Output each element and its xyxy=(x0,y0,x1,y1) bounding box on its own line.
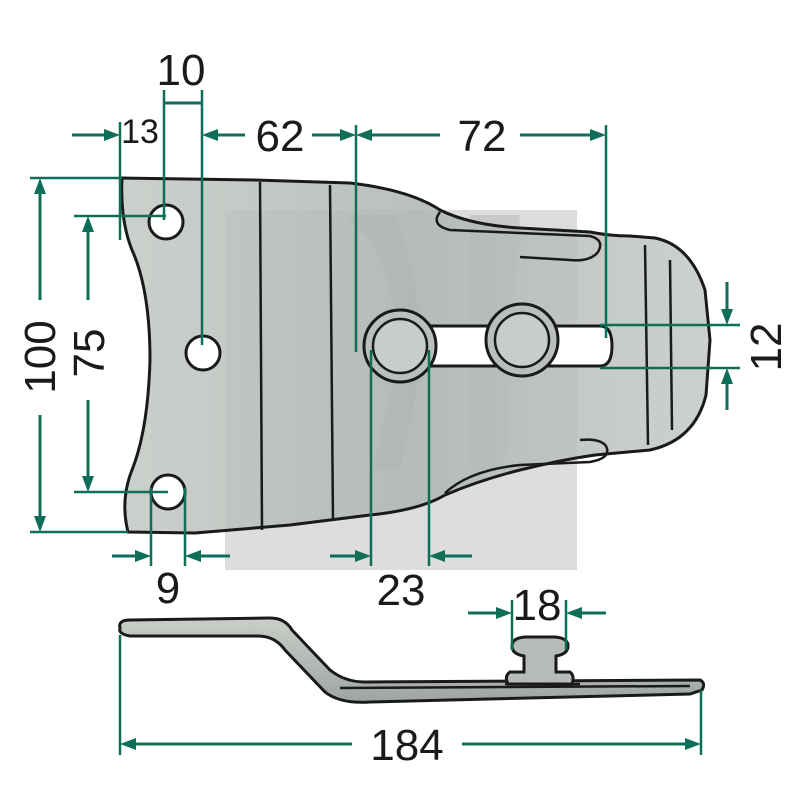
part-top-view xyxy=(120,176,712,535)
dimension-labels: 10 13 62 72 100 75 12 9 23 18 184 xyxy=(16,46,791,770)
dim-label-small-hole-diameter: 9 xyxy=(156,564,180,613)
mounting-hole-top xyxy=(147,203,185,241)
dim-label-overall-height: 100 xyxy=(16,320,65,393)
collar-rear-inner xyxy=(493,311,551,369)
part-side-view xyxy=(118,616,706,704)
side-view-edge xyxy=(339,684,691,690)
dim-label-slot-width: 12 xyxy=(742,323,791,372)
bend-line xyxy=(643,244,650,446)
dim-label-stud-diameter: 18 xyxy=(513,581,562,630)
bend-line xyxy=(328,184,335,521)
dimension-lines xyxy=(30,90,740,755)
bend-line xyxy=(258,181,264,531)
dim-label-hole-to-slot: 62 xyxy=(256,112,305,161)
dim-label-hole-pitch: 75 xyxy=(65,329,114,378)
rib-bottom xyxy=(444,438,609,494)
dim-label-edge-to-hole: 13 xyxy=(121,113,159,151)
dim-label-slot-length: 72 xyxy=(458,112,507,161)
dim-label-top-hole-spacing: 10 xyxy=(157,46,206,95)
dim-label-collar-diameter: 23 xyxy=(377,566,426,615)
dim-label-overall-length: 184 xyxy=(370,721,443,770)
bend-line xyxy=(668,259,674,431)
collar-front-inner xyxy=(371,317,429,375)
rib-top xyxy=(435,211,602,262)
stud xyxy=(504,635,575,686)
